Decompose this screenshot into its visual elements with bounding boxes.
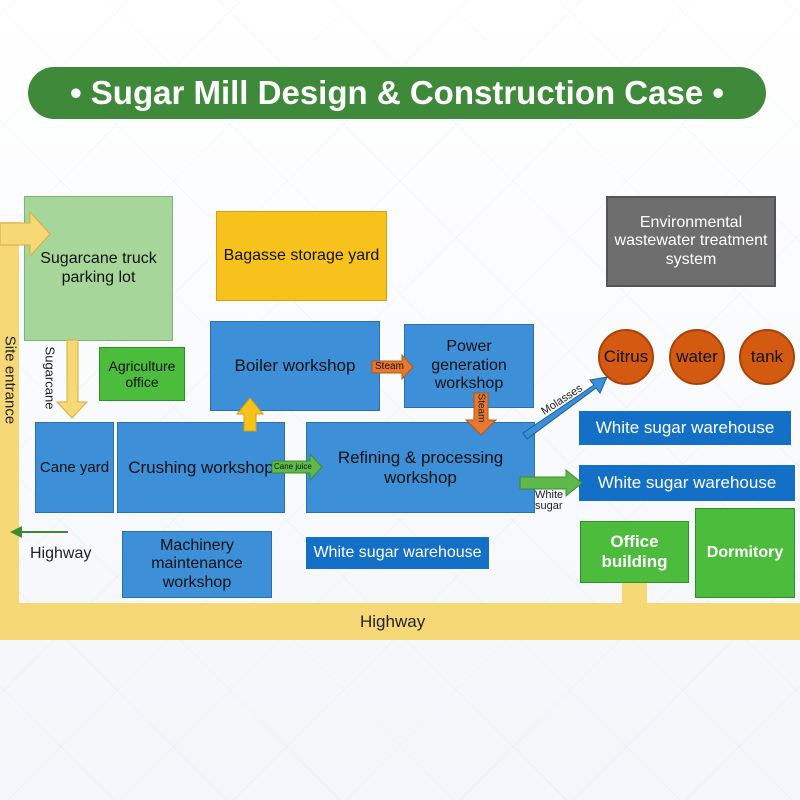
road-office-connector (622, 582, 647, 606)
steam-label-1: Steam (375, 361, 404, 372)
road-vertical (0, 222, 19, 605)
white-sugar-label: White sugar (535, 489, 564, 512)
cane-juice-arrow (271, 452, 323, 482)
tank-water: water (669, 329, 725, 385)
white-sugar-arrow (519, 468, 583, 498)
highway-left-label: Highway (30, 545, 92, 562)
cane-yard: Cane yard (35, 422, 114, 513)
highway-label: Highway (360, 612, 426, 631)
page-title: • Sugar Mill Design & Construction Case … (28, 67, 766, 119)
steam-label-2: Steam (475, 393, 487, 423)
highway-left-arrow-head (10, 526, 22, 538)
tank-tank: tank (739, 329, 795, 385)
dormitory: Dormitory (695, 508, 795, 598)
machinery-maintenance-workshop: Machinery maintenance workshop (122, 531, 272, 598)
refining-processing-workshop: Refining & processing workshop (306, 422, 535, 513)
environmental-wastewater-treatment-system: Environmental wastewater treatment syste… (606, 196, 776, 287)
white-sugar-warehouse-right-2: White sugar warehouse (579, 465, 795, 501)
agriculture-office: Agriculture office (99, 347, 185, 401)
power-generation-workshop: Power generation workshop (404, 324, 534, 408)
tank-citrus: Citrus (598, 329, 654, 385)
steam-arrow-boiler-power (371, 353, 414, 381)
crushing-to-boiler-arrow (235, 397, 265, 432)
white-sugar-warehouse-middle: White sugar warehouse (306, 537, 489, 569)
office-building: Office building (580, 521, 689, 583)
sugarcane-truck-parking-lot: Sugarcane truck parking lot (24, 196, 173, 341)
entrance-arrow (0, 210, 51, 258)
sugarcane-flow-label: Sugarcane (42, 346, 58, 410)
crushing-workshop: Crushing workshop (117, 422, 285, 513)
road-highway (0, 603, 800, 640)
bagasse-storage-yard: Bagasse storage yard (216, 211, 387, 301)
molasses-arrow (522, 376, 608, 440)
cane-juice-label: Cane juice (274, 462, 312, 471)
white-sugar-warehouse-right-1: White sugar warehouse (579, 411, 791, 445)
steam-arrow-power-refining (464, 392, 498, 436)
sugarcane-arrow (55, 339, 89, 419)
boiler-workshop: Boiler workshop (210, 321, 380, 411)
